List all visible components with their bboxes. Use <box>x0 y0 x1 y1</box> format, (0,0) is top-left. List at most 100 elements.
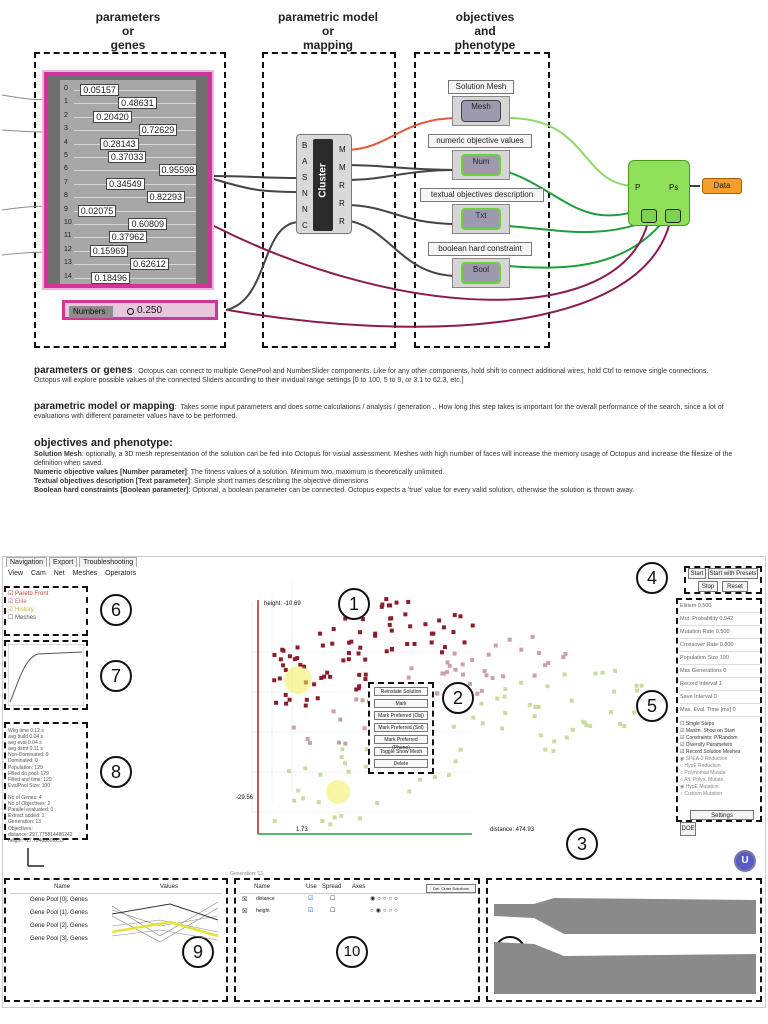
cluster-input-n1[interactable]: N <box>302 189 308 198</box>
reset-button[interactable]: Reset <box>722 581 748 592</box>
solution-point[interactable] <box>408 624 413 629</box>
solution-point[interactable] <box>582 720 587 725</box>
context-menu-item[interactable]: Reinstate Solution <box>374 687 428 696</box>
cluster-output-r1[interactable]: R <box>339 181 345 190</box>
gene-slider-value[interactable]: 0.28143 <box>100 137 139 150</box>
solution-point[interactable] <box>519 647 524 652</box>
solution-point[interactable] <box>440 650 445 655</box>
solution-point[interactable] <box>452 613 457 618</box>
solution-point[interactable] <box>318 772 323 777</box>
checkbox-icon[interactable]: ☑ <box>680 749 686 755</box>
gene-slider-value[interactable]: 0.34549 <box>106 177 145 190</box>
solution-point[interactable] <box>296 788 301 793</box>
solution-point[interactable] <box>409 666 414 671</box>
solution-point[interactable] <box>470 623 475 628</box>
solution-point[interactable] <box>451 630 456 635</box>
solution-point[interactable] <box>593 671 598 676</box>
solution-point[interactable] <box>482 669 487 674</box>
solution-point[interactable] <box>530 634 535 639</box>
solution-point[interactable] <box>452 651 457 656</box>
setting-item[interactable]: Elitism 0.500 <box>680 600 760 613</box>
solution-point[interactable] <box>501 674 506 679</box>
solution-point[interactable] <box>479 701 484 706</box>
solution-point[interactable] <box>612 668 617 673</box>
solution-point[interactable] <box>272 818 277 823</box>
txt-param[interactable]: Txt <box>452 204 510 234</box>
solution-point[interactable] <box>500 726 505 731</box>
solution-point[interactable] <box>441 625 446 630</box>
menu-cam[interactable]: Cam <box>31 570 46 577</box>
solution-point[interactable] <box>328 674 333 679</box>
cluster-input-s[interactable]: S <box>302 173 308 182</box>
setting-item[interactable]: Record Interval 1 <box>680 678 760 691</box>
solution-point[interactable] <box>453 759 458 764</box>
number-slider[interactable]: Numbers 0.250 <box>62 300 218 320</box>
solution-point[interactable] <box>429 640 434 645</box>
solution-point[interactable] <box>403 612 408 617</box>
solution-point[interactable] <box>287 654 292 659</box>
solution-point[interactable] <box>384 597 389 602</box>
data-param[interactable]: Data <box>702 178 742 194</box>
cluster-input-n2[interactable]: N <box>302 205 308 214</box>
solution-point[interactable] <box>538 733 543 738</box>
obj-distance-axis-radios[interactable]: ◉○○○○ <box>370 896 400 902</box>
solution-point[interactable] <box>373 631 378 636</box>
solution-point[interactable] <box>486 652 491 657</box>
option-radio[interactable]: ○ Polynomial Mutate <box>680 770 760 777</box>
solution-point[interactable] <box>588 723 593 728</box>
option-radio[interactable]: ○ HypE Reduction <box>680 763 760 770</box>
solution-point[interactable] <box>356 651 361 656</box>
solution-point[interactable] <box>545 684 550 689</box>
solution-point[interactable] <box>277 676 282 681</box>
solution-point[interactable] <box>635 688 640 693</box>
solution-point[interactable] <box>338 717 343 722</box>
solution-point[interactable] <box>281 663 286 668</box>
solution-point[interactable] <box>322 674 327 679</box>
solution-point[interactable] <box>301 664 306 669</box>
solution-point[interactable] <box>291 725 296 730</box>
cluster-output-r3[interactable]: R <box>339 217 345 226</box>
solution-point[interactable] <box>417 777 422 782</box>
solution-point[interactable] <box>315 696 320 701</box>
setting-item[interactable]: Crossover Rate 0.800 <box>680 639 760 652</box>
solution-point[interactable] <box>317 631 322 636</box>
solution-point[interactable] <box>527 702 532 707</box>
solution-point[interactable] <box>278 657 283 662</box>
radio-icon[interactable]: ○ <box>680 777 685 783</box>
toggle-elite[interactable]: ☑ Elite <box>8 599 27 605</box>
solution-point[interactable] <box>407 789 412 794</box>
obj-row-distance-close-icon[interactable]: ☒ <box>242 897 248 903</box>
gene-slider-value[interactable]: 0.02075 <box>77 204 117 217</box>
solution-point[interactable] <box>346 657 351 662</box>
solution-point[interactable] <box>363 677 368 682</box>
solution-point[interactable] <box>537 650 542 655</box>
octopus-component[interactable]: P Ps <box>628 160 690 226</box>
octopus-output-ps[interactable]: Ps <box>669 183 679 192</box>
gene-slider-value[interactable]: 0.05157 <box>80 84 119 96</box>
start-button[interactable]: Start <box>688 568 706 579</box>
solution-point[interactable] <box>295 656 300 661</box>
gene-slider-value[interactable]: 0.15969 <box>89 244 129 257</box>
start-presets-button[interactable]: Start with Presets <box>708 568 758 579</box>
solution-point[interactable] <box>423 622 428 627</box>
solution-point[interactable] <box>551 749 556 754</box>
solution-point[interactable] <box>281 648 286 653</box>
gene-slider-value[interactable]: 0.60809 <box>128 218 167 230</box>
solution-point[interactable] <box>386 603 391 608</box>
solution-point[interactable] <box>480 721 485 726</box>
solution-point[interactable] <box>305 736 310 741</box>
solution-point[interactable] <box>634 683 639 688</box>
gene-pool-row[interactable]: Gene Pool [1]. Genes <box>30 910 88 916</box>
solution-point[interactable] <box>617 721 622 726</box>
pareto-viewport[interactable] <box>212 572 672 872</box>
solution-point[interactable] <box>405 641 410 646</box>
